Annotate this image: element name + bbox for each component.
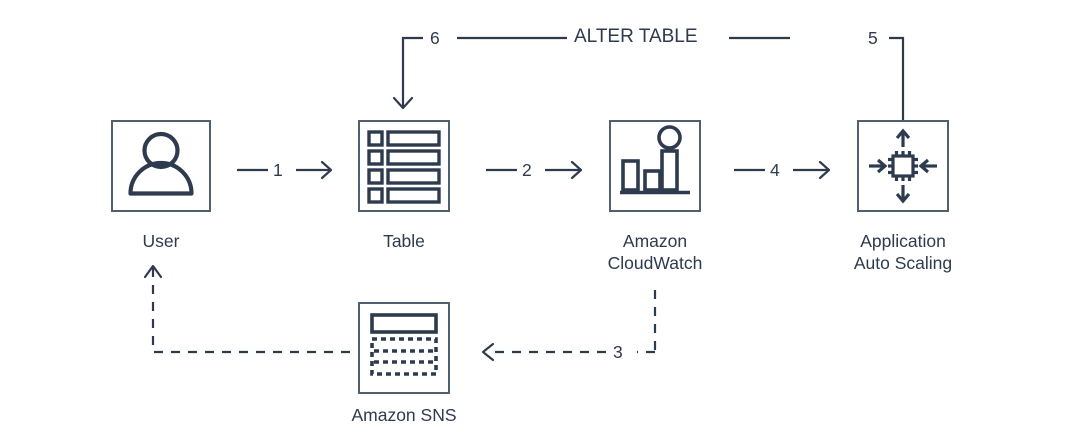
connector-2-label: 2 [522, 160, 532, 180]
node-user-label: User [142, 231, 180, 251]
connector-3-label: 3 [613, 342, 623, 362]
amazon-sns-icon [370, 313, 438, 376]
cloudwatch-icon-frame [609, 120, 701, 212]
node-cloudwatch-label: Amazon CloudWatch [607, 231, 703, 273]
alter-table-edge-label: ALTER TABLE [574, 26, 698, 47]
node-table-label: Table [383, 231, 425, 251]
amazon-cloudwatch-icon [620, 125, 690, 195]
connector-4-line [734, 160, 831, 180]
node-auto-scaling-label: Application Auto Scaling [853, 231, 953, 273]
connector-5-6-alter-table-line [392, 36, 905, 120]
connector-1-line [237, 160, 333, 180]
connector-7-line [151, 268, 350, 354]
connector-6-label: 6 [430, 28, 440, 48]
connector-3-line [492, 290, 657, 354]
connector-3-arrowhead [481, 342, 495, 362]
user-icon [128, 131, 194, 196]
node-sns-label: Amazon SNS [351, 405, 457, 425]
table-icon [367, 130, 441, 204]
application-auto-scaling-icon [869, 128, 937, 204]
connector-5-label: 5 [868, 28, 878, 48]
connector-1-label: 1 [273, 160, 283, 180]
connector-4-label: 4 [770, 160, 780, 180]
connector-7-arrowhead [143, 264, 163, 279]
connector-2-line [486, 160, 583, 180]
table-icon-frame [358, 120, 450, 212]
